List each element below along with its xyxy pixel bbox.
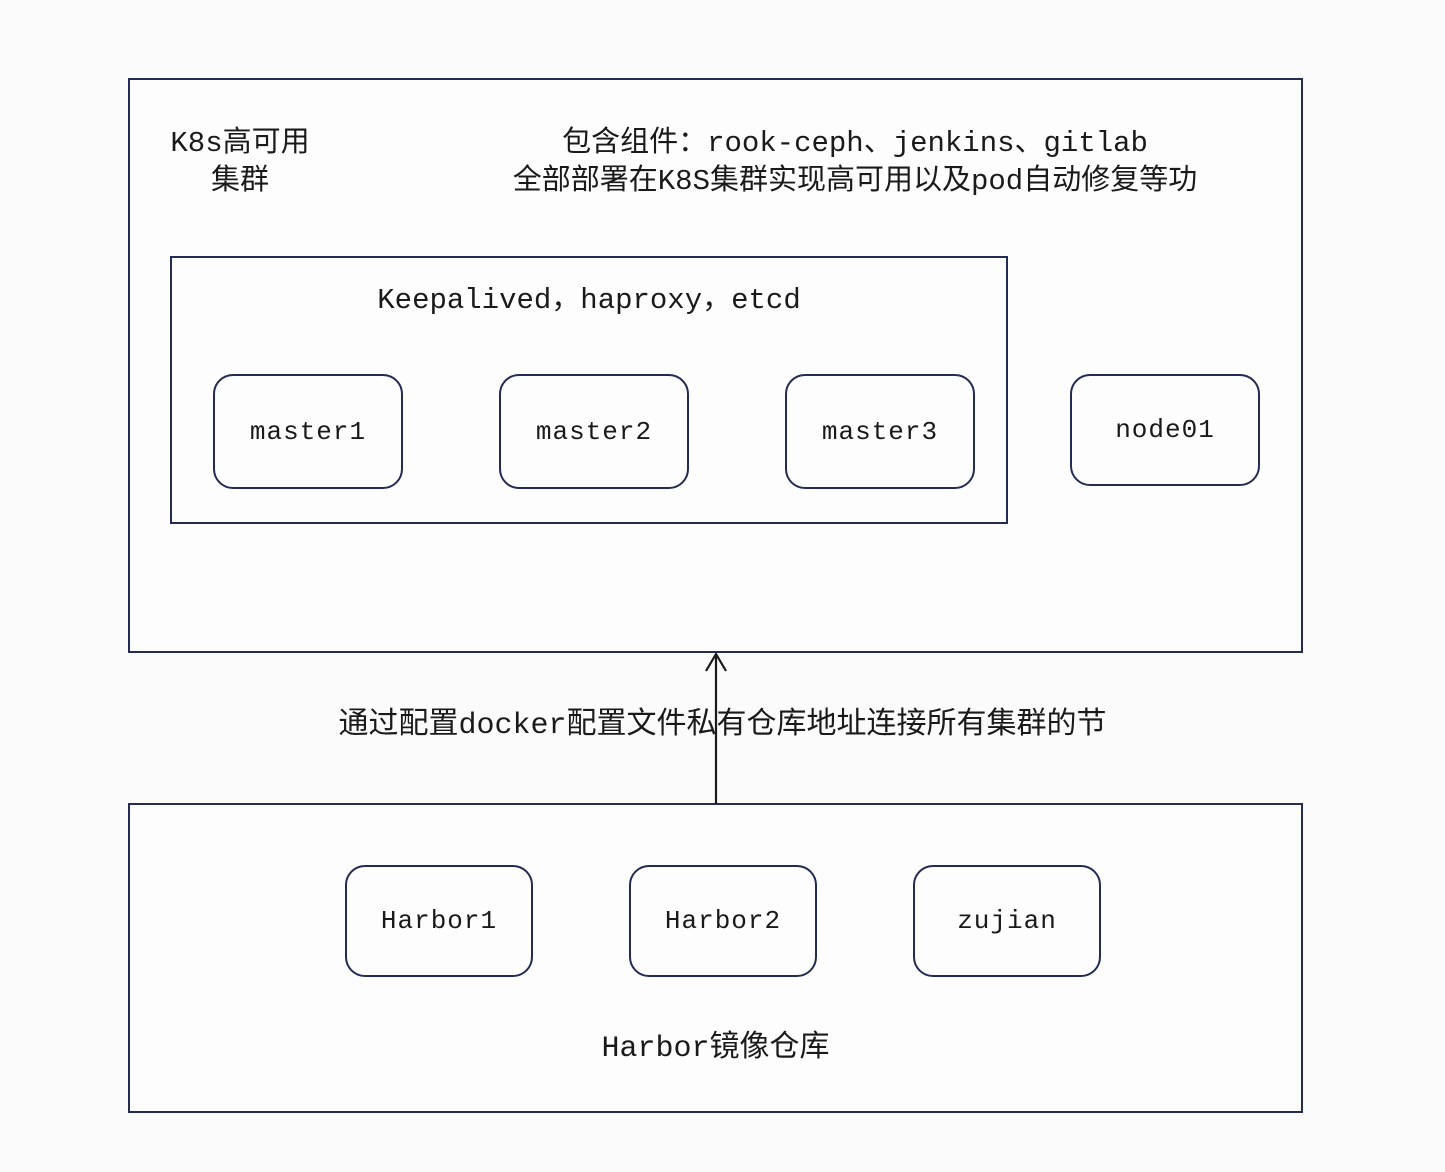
k8s-cluster-box: K8s高可用集群 包含组件：rook-ceph、jenkins、gitlab 全部… [128,78,1303,653]
node-harbor2: Harbor2 [629,865,817,977]
k8s-cluster-title-line1: K8s高可用 [170,127,310,160]
k8s-components-note: 包含组件：rook-ceph、jenkins、gitlab 全部部署在K8S集群实… [420,125,1290,201]
node-zujian: zujian [913,865,1101,977]
node-master2: master2 [499,374,689,489]
k8s-cluster-title-line2: 集群 [210,165,269,198]
harbor-cluster-box: Harbor1 Harbor2 zujian Harbor镜像仓库 [128,803,1303,1113]
k8s-components-note-line2: 全部部署在K8S集群实现高可用以及pod自动修复等功 [512,165,1198,198]
harbor-cluster-label: Harbor镜像仓库 [601,1032,830,1066]
node-node01: node01 [1070,374,1260,486]
k8s-cluster-title: K8s高可用集群 [145,125,335,201]
node-harbor1: Harbor1 [345,865,533,977]
k8s-components-note-line1: 包含组件：rook-ceph、jenkins、gitlab [562,127,1148,160]
connection-label: 通过配置docker配置文件私有仓库地址连接所有集群的节 [338,709,1107,743]
master-group-title: Keepalived，haproxy，etcd [377,284,801,317]
node-master3: master3 [785,374,975,489]
up-arrow-icon [705,651,727,804]
node-master1: master1 [213,374,403,489]
